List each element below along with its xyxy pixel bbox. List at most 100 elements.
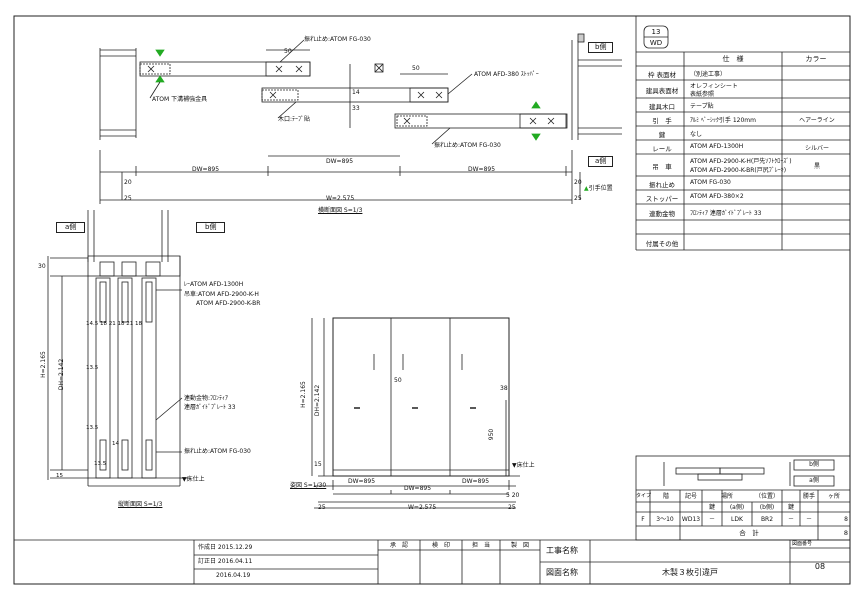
approval-check: 検 印 [431,542,450,549]
section-dim-18a: 18 [100,321,107,327]
section-dim-row-1: 14.5 18 21 18 21 18 [86,320,142,329]
title-block [14,539,850,584]
elev-dim-dw-2: DW=895 [404,485,432,492]
spec-value-roller-2: ATOM AFD-2900-K-BR(戸尻ﾌﾞﾚｰｷ) [690,167,787,174]
approval-draft: 製 図 [510,542,529,549]
sheet-number-label: 図面番号 [792,541,813,547]
elev-dim-h: H=2.165 [299,381,307,408]
section-floor-line: ▼床仕上 [182,476,205,483]
date-created: 作成日 2015.12.29 [198,544,253,551]
plan-dim-dw-2: DW=895 [326,158,354,165]
date-revised-2: 2016.04.19 [216,572,251,579]
elev-dim-dw-3: DW=895 [462,478,490,485]
section-dim-18b: 18 [117,321,125,327]
section-dim-h: H=2.165 [39,351,47,378]
project-name-label: 工事名称 [546,546,578,555]
elev-title: 姿図 S=1/30 [290,482,327,489]
color-header: カラー [805,55,827,63]
spec-color-rail: シルバー [804,145,829,152]
plan-dim-w: W=2.575 [326,195,355,202]
sheet-number: 08 [814,562,826,571]
elev-dim-w: W=2.575 [408,504,437,511]
section-dim-30: 30 [38,263,46,270]
schedule-sub-a: (a側) [729,504,745,511]
elev-dim-25-right: 25 [508,504,516,511]
spec-value-surface-2: 表紙参照 [690,91,715,98]
section-callout-linkage-2: 連層ｶﾞｲﾄﾞﾌﾟﾚｰﾄ 33 [184,404,236,411]
spec-value-handle: ｱﾙﾐ ﾍﾞｰｼｯｸ引手 120mm [690,117,756,124]
schedule-header-position: （位置） [754,493,779,500]
plan-callout-guide-bottom: 振れ止め:ATOM FG-030 [434,142,501,149]
schedule-cell-mark: WD13 [681,516,701,523]
plan-dim-25-left: 25 [124,195,132,202]
sheet-code-top: 13 [651,28,661,36]
schedule-cell-type: F [641,516,645,523]
schedule-cell-floor: 3～10 [656,516,674,523]
spec-value-guide: ATOM FG-030 [690,179,731,186]
spec-label-guide: 振れ止め [649,181,675,189]
schedule-total: 8 [843,529,848,537]
elev-dim-dh: DH=2.142 [314,384,322,417]
schedule-header-mark: 記号 [684,493,697,500]
section-callout-linkage-1: 連動金物:ﾌﾛﾝﾃｨｱ [184,395,229,402]
spec-value-lock: なし [690,131,703,138]
schedule-header-hand: 勝手 [802,493,815,500]
plan-dim-dw-3: DW=895 [468,166,496,173]
spec-label-surface: 建具表面材 [645,87,679,95]
elev-dim-dw-1: DW=895 [348,478,376,485]
spec-label-edge: 建具木口 [649,103,675,111]
spec-value-linkage: ﾌﾛﾝﾃｨｱ 連層ｶﾞｲﾄﾞﾌﾟﾚｰﾄ 33 [690,210,762,217]
vertical-section-drawing [47,210,190,487]
schedule-header-type: タイプ [636,493,652,499]
elev-floor: ▼床仕上 [512,462,535,469]
plan-dim-14: 14 [352,89,360,96]
spec-header: 仕 様 [722,55,744,63]
schedule-header-floor: 階 [662,493,669,500]
plan-dim-50b: 50 [412,65,420,72]
section-callout-roller-2: ATOM AFD-2900-K-BR [196,300,261,307]
plan-side-b: b側 [588,42,614,53]
plan-side-a: a側 [588,156,614,167]
elev-dim-25-left: 25 [318,504,326,511]
elev-dim-50: 50 [394,377,402,384]
plan-dim-20-right: 20 [574,179,582,186]
schedule-sub-lock-2: 鍵 [787,504,794,511]
plan-dim-dw-1: DW=895 [192,166,220,173]
section-title: 縦断面図 S=1/3 [118,501,163,508]
drawing-name-label: 図面名称 [546,568,578,577]
section-dim-18c: 18 [135,321,142,327]
spec-label-linkage: 連動金物 [649,210,675,218]
section-dim-21a: 21 [108,321,116,327]
section-dim-13-5-a: 13.5 [86,365,99,371]
schedule-total-label: 合 計 [739,529,759,537]
schedule-header-count: ヶ所 [827,493,840,500]
spec-label-handle: 引 手 [652,117,672,125]
section-dim-13-5-c: 13.5 [94,461,107,467]
schedule-sub-lock-1: 鍵 [708,504,715,511]
spec-value-stopper: ATOM AFD-380×2 [690,193,744,200]
schedule-sub-b: (b側) [759,504,775,511]
section-dim-21b: 21 [126,321,134,327]
spec-value-edge: テープ貼 [690,103,714,110]
spec-value-surface: オレフィンシート [690,83,738,90]
section-side-a: a側 [56,222,86,233]
schedule-cell-a: LDK [731,516,743,523]
spec-value-rail: ATOM AFD-1300H [690,143,744,150]
elevation-drawing [311,317,520,509]
section-dim-14-5: 14.5 [86,321,99,327]
plan-dim-33: 33 [352,105,360,112]
spec-color-handle: ヘアーライン [799,117,835,124]
elev-dim-38: 38 [500,385,508,392]
sheet-code-bottom: WD [649,39,663,47]
plan-section-drawing [99,33,622,204]
pull-position-legend: ▲引手位置 [584,184,613,193]
schedule-cell-b: BR2 [760,516,774,523]
plan-dim-20-left: 20 [124,179,132,186]
section-callout-roller-1: 吊車:ATOM AFD-2900-K-H [184,291,259,298]
section-dim-13-5-b: 13.5 [86,425,99,431]
section-callout-rail: ﾚｰATOM AFD-1300H [184,281,244,288]
section-side-b: b側 [196,222,226,233]
spec-label-stopper: ストッパー [645,195,679,203]
spec-table [635,16,850,251]
